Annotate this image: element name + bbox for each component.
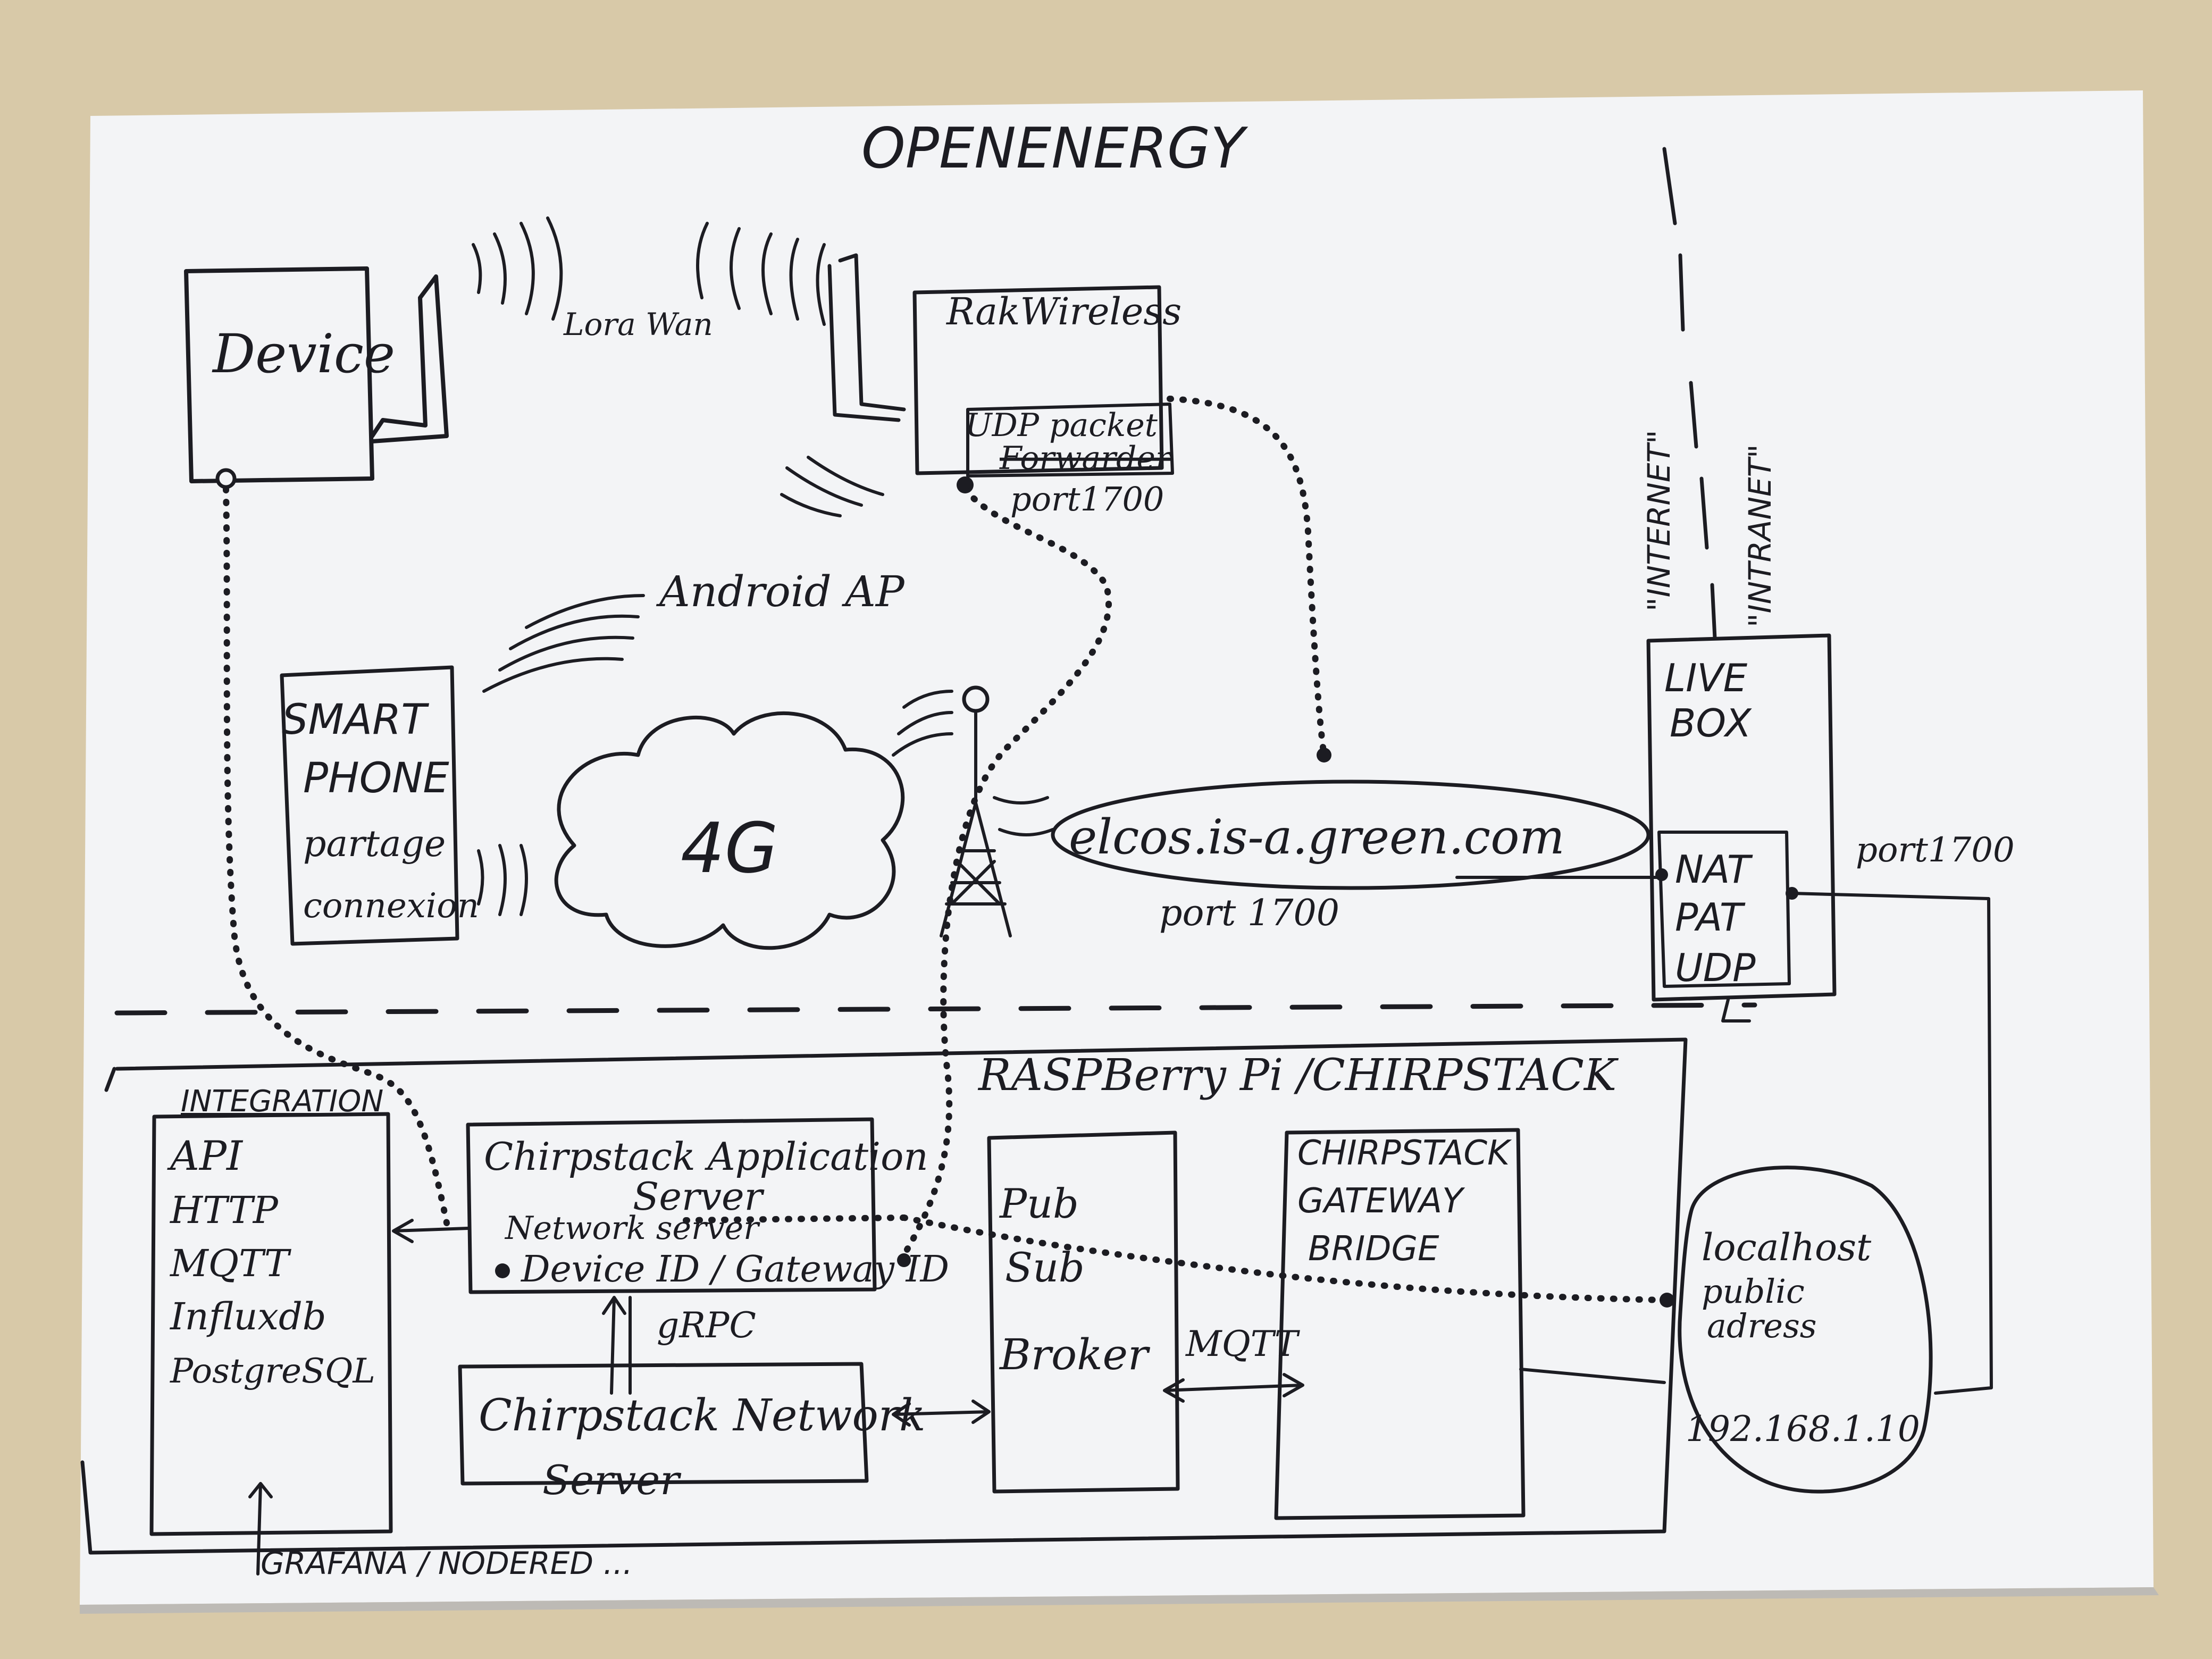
network-server-line1: Chirpstack Network: [479, 1390, 926, 1441]
influxdb-label: Influxdb: [169, 1295, 326, 1338]
livebox-line1: LIVE: [1664, 656, 1748, 700]
app-to-integration-arrow: [392, 1219, 470, 1243]
dns-ellipse: elcos.is-a.green.com: [1051, 780, 1650, 890]
internet-label: "INTERNET": [1641, 430, 1677, 611]
mqtt-integration-label: MQTT: [169, 1242, 291, 1285]
dns-label: elcos.is-a.green.com: [1069, 809, 1565, 865]
livebox-line2: BOX: [1670, 701, 1752, 745]
nat-label: NAT: [1675, 847, 1753, 892]
localhost-line1: localhost: [1702, 1226, 1872, 1269]
port-rak-label: port1700: [1010, 480, 1164, 518]
integration-label: INTEGRATION: [181, 1084, 383, 1119]
smartphone-node: SMART PHONE partage connexion: [280, 665, 479, 946]
4g-cloud: 4G: [554, 711, 905, 950]
intranet-label: "INTRANET": [1742, 444, 1778, 627]
network-server-ref-label: Network server: [504, 1210, 760, 1247]
network-server-line2: Server: [542, 1456, 682, 1504]
internet-boundary-line: [114, 1002, 1757, 1016]
application-server-box: Chirpstack Application Server Network se…: [466, 1117, 949, 1294]
gw-bridge-line3: BRIDGE: [1308, 1229, 1439, 1269]
pat-label: PAT: [1675, 895, 1746, 940]
forwarder-label: Forwarder: [999, 440, 1172, 477]
localhost-node: localhost public adress 192.168.1.10: [1660, 1166, 1933, 1494]
diagram-title: OPENENERGY: [861, 116, 1248, 181]
api-label: API: [167, 1132, 244, 1179]
grpc-label: gRPC: [657, 1305, 756, 1346]
4g-label: 4G: [681, 808, 778, 889]
port-livebox-label: port1700: [1856, 831, 2015, 870]
broker-bridge-arrow: [1163, 1373, 1304, 1403]
device-label: Device: [212, 323, 395, 385]
device-to-app-dotted-link: [223, 486, 450, 1226]
smartphone-waves: [477, 594, 645, 916]
port-dns-label: port 1700: [1159, 892, 1339, 934]
raspberry-label: RASPBerry Pi /CHIRPSTACK: [977, 1050, 1619, 1101]
device-id-label: Device ID / Gateway ID: [520, 1249, 949, 1291]
integration-box: INTEGRATION API HTTP MQTT Influxdb Postg…: [149, 1084, 393, 1536]
dns-dot: [1317, 748, 1331, 763]
device-node: Device: [184, 266, 449, 489]
mqtt-link-label: MQTT: [1185, 1323, 1301, 1364]
nat-to-localhost-link: [1790, 892, 1993, 1395]
network-server-dotted-link: [683, 1214, 907, 1224]
app-server-line1: Chirpstack Application: [484, 1134, 928, 1179]
paper-sheet: [80, 90, 2154, 1605]
livebox-node: LIVE BOX NAT PAT UDP: [1646, 633, 1837, 1023]
grafana-label: GRAFANA / NODERED ...: [261, 1545, 633, 1581]
pub-label: Pub: [999, 1180, 1079, 1227]
gw-bridge-line2: GATEWAY: [1297, 1182, 1465, 1221]
http-label: HTTP: [169, 1188, 279, 1232]
grpc-arrows: [602, 1296, 632, 1395]
raspberry-pi-box: RASPBerry Pi /CHIRPSTACK: [80, 1037, 1688, 1555]
bridge-to-localhost-link: [1519, 1368, 1666, 1384]
smartphone-line3: partage: [303, 823, 446, 865]
rakwireless-gateway: RakWireless UDP packet Forwarder: [827, 253, 1182, 493]
localhost-line3: adress: [1707, 1306, 1817, 1345]
udp-label: UDP: [1675, 945, 1756, 990]
android-ap-label: Android AP: [656, 567, 905, 616]
rak-label: RakWireless: [945, 290, 1182, 333]
app-server-line2: Server: [633, 1174, 765, 1219]
gateway-to-dns-dotted-link: [1167, 396, 1327, 758]
gw-bridge-line1: CHIRPSTACK: [1297, 1134, 1512, 1173]
udp-packet-label: UDP packet: [965, 407, 1158, 444]
cell-tower-icon: [892, 685, 1054, 937]
lorawan-waves: [472, 216, 826, 326]
gateway-bridge-box: CHIRPSTACK GATEWAY BRIDGE: [1274, 1128, 1526, 1520]
network-server-box: Chirpstack Network Server: [458, 1362, 926, 1504]
broker-label: Broker: [999, 1330, 1151, 1379]
ip-label: 192.168.1.10: [1686, 1409, 1920, 1449]
ns-to-broker-arrow: [892, 1400, 991, 1427]
mqtt-broker-box: Pub Sub Broker: [987, 1130, 1180, 1494]
paper-edge-shadow: [80, 1587, 2159, 1614]
smartphone-line2: PHONE: [303, 755, 449, 802]
localhost-line2: public: [1702, 1272, 1805, 1311]
postgresql-label: PostgreSQL: [170, 1352, 375, 1391]
internet-intranet-divider: [1662, 147, 1717, 640]
grafana-arrow: [248, 1482, 273, 1576]
android-ap-waves: [780, 456, 884, 517]
smartphone-line1: SMART: [282, 696, 429, 744]
smartphone-line4: connexion: [303, 886, 479, 926]
lorawan-label: Lora Wan: [563, 306, 713, 342]
sub-label: Sub: [1005, 1244, 1085, 1291]
bridge-to-localhost-dotted-link: [901, 1214, 1668, 1303]
